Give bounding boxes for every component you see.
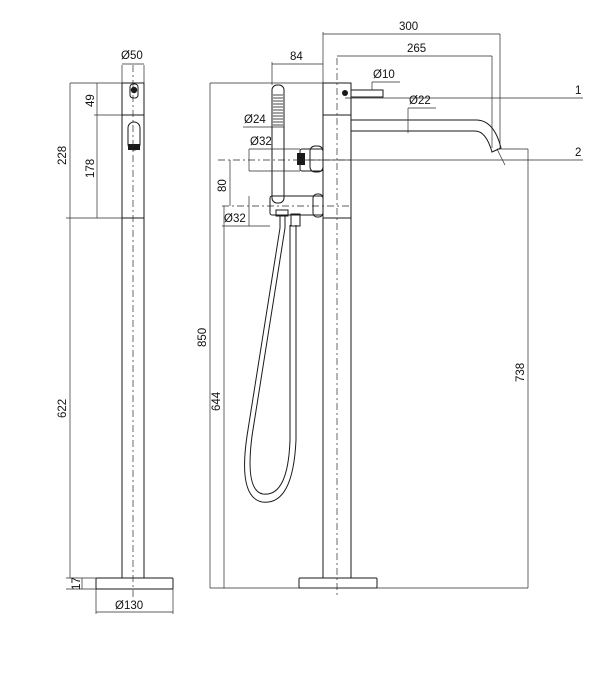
- callout-1: 1: [345, 85, 583, 99]
- dim-178: 178: [85, 115, 98, 218]
- dim-d32-bottom: Ø32: [222, 196, 270, 227]
- label-80: 80: [217, 179, 229, 192]
- left-column: [95, 65, 174, 598]
- dim-622: 622: [57, 218, 71, 578]
- label-callout-2: 2: [575, 147, 581, 159]
- right-view: 84 300 265 Ø10 Ø22 Ø24: [197, 21, 583, 598]
- callout-2: 2: [305, 147, 583, 161]
- dim-17: 17: [71, 577, 83, 590]
- dim-300: 300: [323, 21, 501, 148]
- spout: [350, 108, 502, 153]
- dim-d130: Ø130: [95, 589, 174, 614]
- dim-80: 80: [217, 160, 231, 206]
- label-644: 644: [211, 391, 223, 411]
- hand-shower: [271, 84, 285, 204]
- dim-d22: Ø22: [408, 95, 436, 109]
- label-callout-1: 1: [575, 85, 581, 97]
- label-d24: Ø24: [244, 114, 266, 126]
- label-17: 17: [71, 577, 83, 590]
- label-d32-top: Ø32: [250, 136, 272, 148]
- label-d130: Ø130: [115, 600, 143, 612]
- label-d50: Ø50: [121, 50, 143, 62]
- lever: [342, 89, 384, 98]
- label-d22: Ø22: [409, 95, 431, 107]
- right-column: [298, 58, 378, 598]
- dim-49: 49: [85, 83, 98, 115]
- label-d32-bottom: Ø32: [224, 213, 246, 225]
- label-49: 49: [85, 94, 97, 107]
- dim-d50: Ø50: [121, 50, 145, 83]
- label-850: 850: [197, 328, 209, 347]
- label-622: 622: [57, 399, 69, 418]
- dim-644: 644: [211, 206, 225, 588]
- hose-holder: [222, 193, 350, 218]
- dim-d10: Ø10: [371, 69, 400, 90]
- dim-d32-top: Ø32: [248, 136, 300, 172]
- dim-265: 265: [337, 43, 493, 148]
- dim-738: 738: [496, 148, 529, 588]
- dim-228: 228: [57, 83, 71, 218]
- label-d10: Ø10: [373, 69, 395, 81]
- dim-850: 850: [197, 82, 323, 588]
- dim-d24: Ø24: [243, 114, 284, 128]
- label-178: 178: [85, 159, 97, 178]
- left-view: Ø50 228 49 178 622 17: [57, 50, 174, 614]
- dim-84: 84: [271, 32, 324, 85]
- label-228: 228: [57, 146, 69, 165]
- label-84: 84: [290, 51, 303, 63]
- hose: [244, 209, 301, 503]
- label-300: 300: [399, 21, 418, 33]
- label-738: 738: [515, 363, 527, 382]
- label-265: 265: [407, 43, 426, 55]
